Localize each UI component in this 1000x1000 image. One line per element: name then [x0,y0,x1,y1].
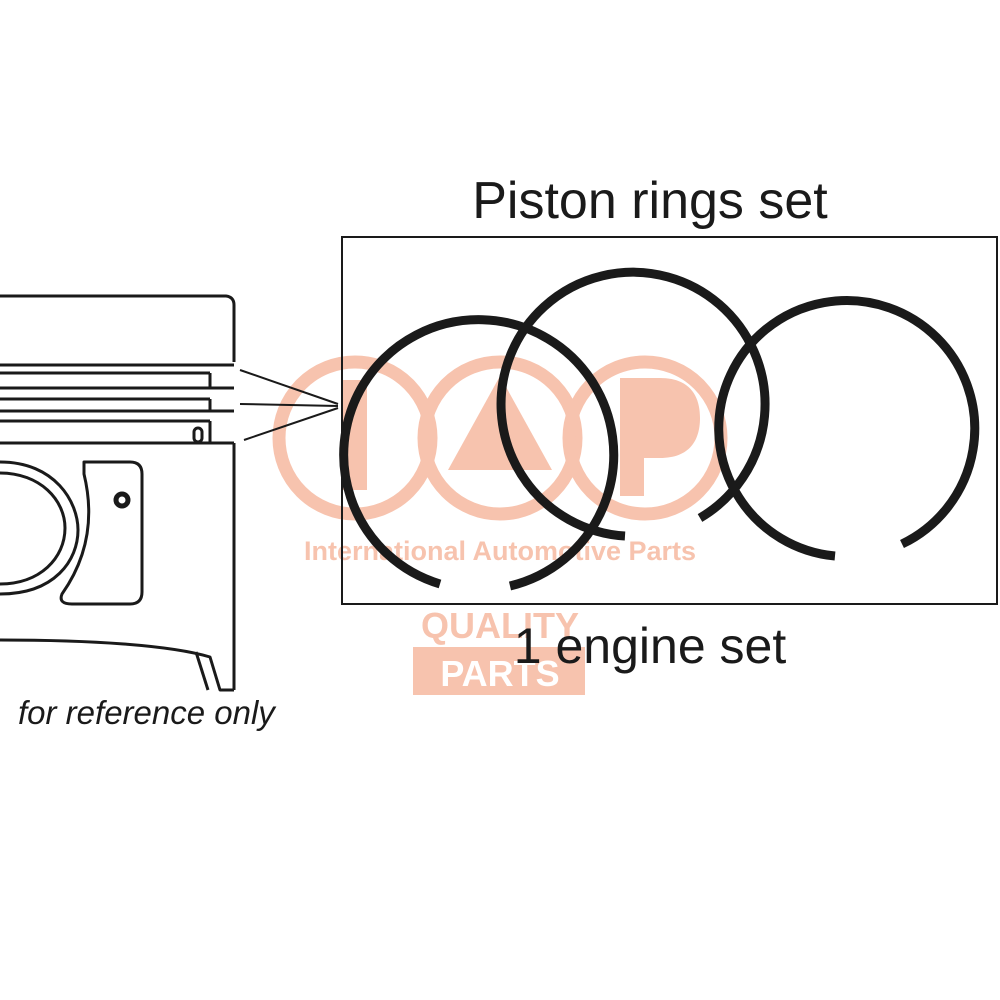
watermark-badge-bottom-bg [413,647,585,695]
piston-skirt [0,638,234,692]
rings-frame [341,236,998,605]
watermark-badge-top-text: QUALITY [421,605,579,646]
piston-pin-bore [0,460,80,596]
watermark-ring-center [417,355,583,521]
piston-oil-hole [192,426,204,444]
groove-pointer-lines [239,369,339,441]
piston-ring-2 [496,267,770,541]
watermark-quality-badge: QUALITY PARTS [413,605,585,695]
watermark-company-name: International Automotive Parts [304,536,696,566]
diagram-caption: 1 engine set [514,618,787,674]
piston-pin-bore-inner [0,471,67,586]
pointer-line-top [239,369,339,405]
piston-ring-1 [339,315,619,591]
piston-skirt-tab [194,651,210,691]
watermark-badge-bottom-text: PARTS [440,653,559,694]
piston-pin-boss [59,460,144,606]
piston-ring-3 [714,296,980,561]
piston-illustration [0,294,236,692]
reference-note: for reference only [18,694,277,731]
pointer-line-middle [239,403,339,407]
piston-crown [0,294,236,362]
diagram-title: Piston rings set [472,172,828,230]
piston-pin-hole [113,491,131,509]
watermark-letter-p [620,378,700,496]
pointer-line-bottom [243,407,339,441]
